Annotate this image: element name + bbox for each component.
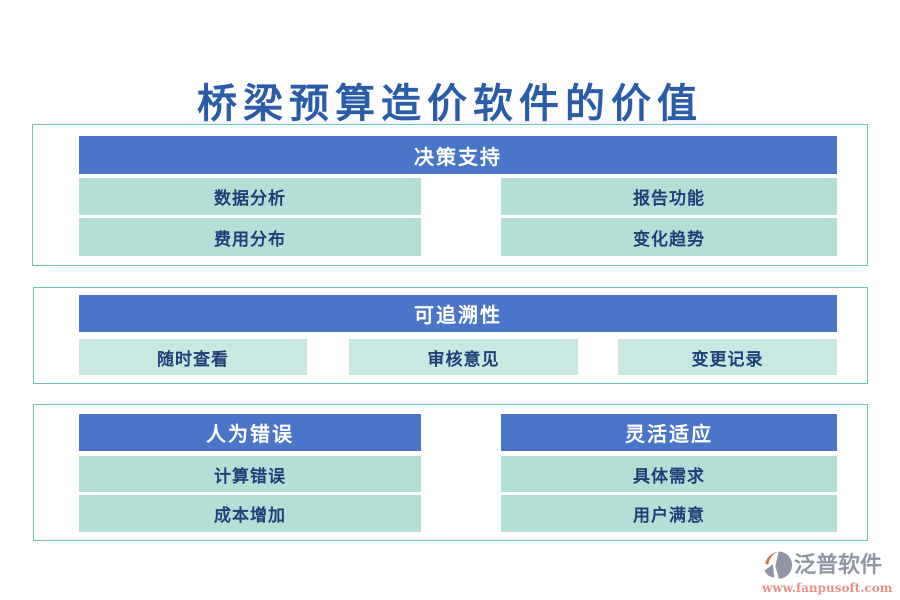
page-title: 桥梁预算造价软件的价值: [197, 80, 703, 127]
item-calculation-error: 计算错误: [79, 456, 421, 492]
item-specific-needs: 具体需求: [501, 456, 837, 492]
fanpu-watermark: 泛普软件 www.fanpusoft.com: [762, 550, 893, 598]
item-cost-increase: 成本增加: [79, 495, 421, 532]
item-change-records: 变更记录: [618, 339, 837, 375]
section-traceability: 可追溯性 随时查看 审核意见 变更记录: [33, 287, 868, 384]
item-cost-distribution: 费用分布: [79, 218, 421, 256]
section-header-flexible-adaptation: 灵活适应: [501, 414, 837, 451]
item-view-anytime: 随时查看: [79, 339, 307, 375]
item-data-analysis: 数据分析: [79, 178, 421, 215]
section-header-human-error: 人为错误: [79, 414, 421, 451]
section-header-decision-support: 决策支持: [79, 136, 837, 174]
item-user-satisfaction: 用户满意: [501, 495, 837, 532]
item-report-function: 报告功能: [501, 178, 837, 215]
fanpu-logo-text: 泛普软件: [794, 552, 883, 578]
section-header-traceability: 可追溯性: [79, 295, 837, 332]
section-decision-support: 决策支持 数据分析 报告功能 费用分布 变化趋势: [32, 124, 868, 266]
section-errors-and-adaptation: 人为错误 灵活适应 计算错误 具体需求 成本增加 用户满意: [33, 404, 868, 541]
item-change-trend: 变化趋势: [501, 218, 837, 256]
fanpu-logo-url: www.fanpusoft.com: [762, 581, 893, 595]
fanpu-logo-icon: [762, 550, 794, 580]
item-review-opinions: 审核意见: [349, 339, 578, 375]
